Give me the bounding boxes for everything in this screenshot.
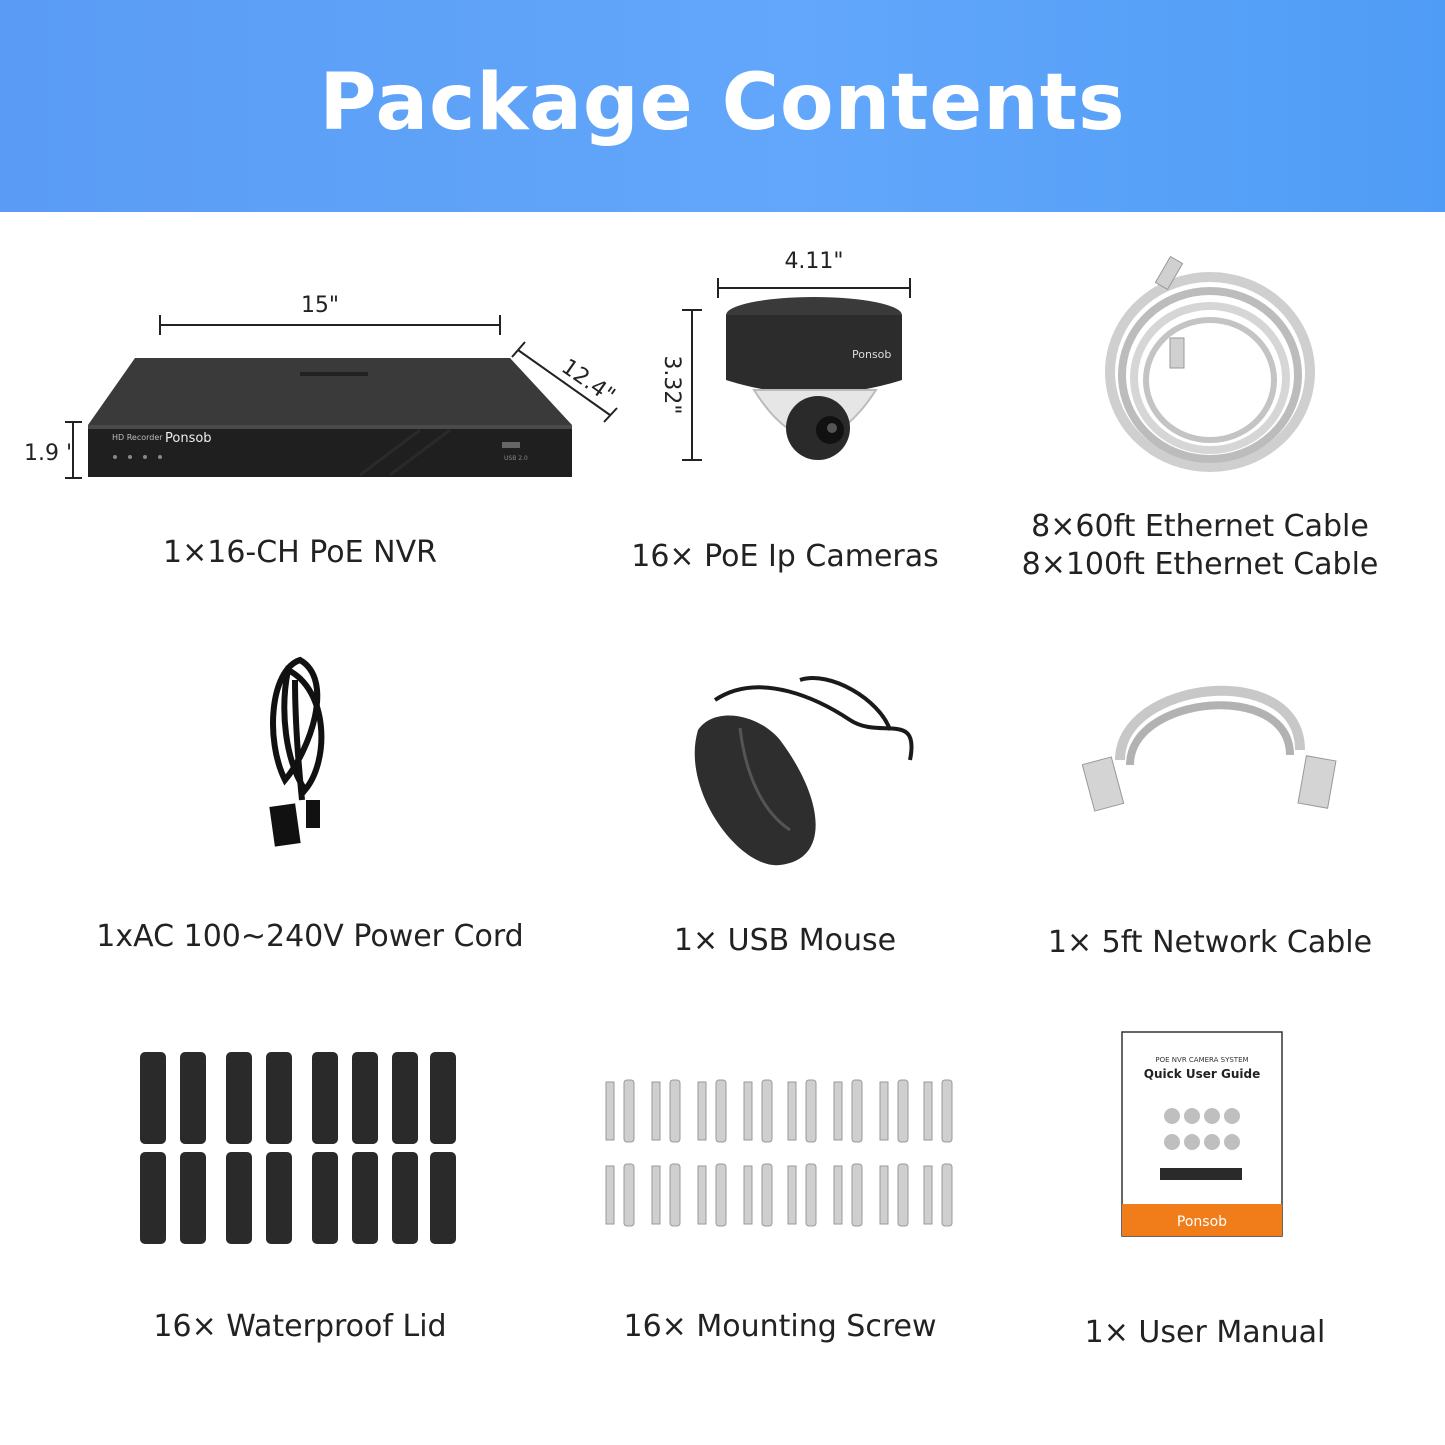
nvr-device-tag: HD Recorder (112, 433, 163, 442)
item-label-mouse: 1× USB Mouse (673, 923, 897, 958)
item-power-cord: 1xAC 100~240V Power Cord (60, 640, 560, 960)
item-label-power-cord: 1xAC 100~240V Power Cord (96, 919, 524, 954)
item-nvr: 15" 12.4" 1.9 " HD Recorder Ponsob USB 2… (20, 280, 620, 580)
item-waterproof-lid: 16× Waterproof Lid (110, 1040, 490, 1350)
waterproof-lid-icon (140, 1052, 456, 1244)
item-label-mounting-screw: 16× Mounting Screw (623, 1309, 937, 1344)
nvr-width-label: 15" (301, 293, 339, 318)
camera-brand: Ponsob (852, 348, 891, 361)
manual-title: Quick User Guide (1144, 1067, 1260, 1081)
nvr-port-label: USB 2.0 (504, 455, 528, 462)
item-user-manual: POE NVR CAMERA SYSTEM Quick User Guide P… (1020, 1030, 1390, 1360)
item-camera: 4.11" 3.32" Ponsob 16× PoE Ip Cameras (620, 240, 950, 585)
ethernet-cable-coil-icon (1105, 255, 1315, 472)
item-ethernet: 8×60ft Ethernet Cable 8×100ft Ethernet C… (1000, 240, 1400, 590)
nvr-recorder-icon: 15" 12.4" 1.9 " HD Recorder Ponsob USB 2… (24, 293, 620, 479)
manual-brand: Ponsob (1177, 1214, 1227, 1230)
nvr-depth-label: 12.4" (557, 354, 620, 408)
manual-subtitle: POE NVR CAMERA SYSTEM (1155, 1056, 1248, 1064)
item-mounting-screw: 16× Mounting Screw (590, 1070, 970, 1350)
item-label-nvr: 1×16-CH PoE NVR (163, 535, 437, 570)
power-cord-icon (269, 656, 325, 847)
item-label-user-manual: 1× User Manual (1084, 1315, 1326, 1350)
dome-camera-icon: 4.11" 3.32" Ponsob (659, 249, 911, 461)
network-cable-icon (1081, 685, 1337, 812)
user-manual-icon: POE NVR CAMERA SYSTEM Quick User Guide P… (1121, 1031, 1283, 1237)
camera-width-label: 4.11" (784, 249, 843, 274)
mounting-screw-icon (605, 1079, 953, 1227)
item-label-waterproof-lid: 16× Waterproof Lid (153, 1309, 447, 1344)
item-mouse: 1× USB Mouse (620, 660, 950, 970)
item-label-ethernet-100ft: 8×100ft Ethernet Cable (1021, 547, 1379, 582)
header-banner: Package Contents (0, 0, 1445, 212)
page-title: Package Contents (319, 58, 1126, 148)
nvr-height-label: 1.9 " (24, 441, 76, 466)
item-label-network-cable: 1× 5ft Network Cable (1047, 925, 1373, 960)
camera-height-label: 3.32" (659, 355, 684, 414)
usb-mouse-icon (694, 676, 914, 866)
item-network-cable: 1× 5ft Network Cable (1020, 640, 1400, 970)
item-label-camera: 16× PoE Ip Cameras (631, 539, 939, 574)
item-label-ethernet-60ft: 8×60ft Ethernet Cable (1031, 509, 1369, 544)
nvr-brand: Ponsob (165, 431, 212, 446)
